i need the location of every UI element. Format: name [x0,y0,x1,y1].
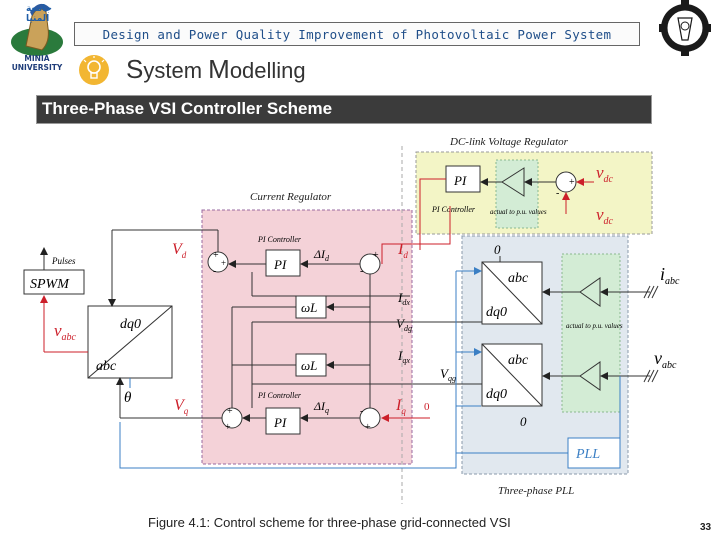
svg-text:+: + [365,422,371,433]
iabc-label: iabc [660,264,680,287]
university-name: MINIA UNIVERSITY [11,54,63,72]
abc-label-1: abc [508,271,529,286]
vd-star-label: Vd [172,241,187,260]
gear-emblem-icon [659,0,711,56]
vdc-ref-label: vdc [596,205,614,227]
dc-pi-label: PI [453,173,467,188]
pll-zero-top: 0 [494,242,501,257]
q-pi-label: PI [273,415,287,430]
svg-text:-: - [360,266,363,277]
svg-text:-: - [213,266,216,277]
presentation-title: Design and Power Quality Improvement of … [102,26,612,42]
svg-text:+: + [227,406,233,417]
dc-pi-block [445,165,481,193]
spwm-block [23,269,85,295]
green-region-dc [495,159,539,229]
pll-label: PLL [575,447,600,462]
abc-label-2: abc [508,353,529,368]
page-number: 33 [700,522,712,533]
dc-sum-plus: + [569,177,575,188]
pulses-label: Pulses [51,256,76,266]
current-regulator-title: Current Regulator [250,191,332,203]
dq0-label: dq0 [120,317,141,332]
section-title-cap2: M [208,54,230,84]
dq0-label-2: dq0 [486,387,507,402]
section-title-cap1: S [126,54,144,84]
dc-pi-controller-label: PI Controller [431,205,476,214]
iq-zero-label: 0 [424,401,430,413]
delta-id-label: ΔId [313,247,330,263]
section-title-rest1: ystem [143,58,209,83]
vqg-label: Vqg [440,366,456,383]
presentation-header: Design and Power Quality Improvement of … [74,22,640,46]
vdc-label: vdc [596,163,614,185]
svg-text:-: - [360,406,363,417]
section-title: System Modelling [126,54,306,85]
spwm-label: SPWM [30,277,70,292]
bus-slash-iabc [643,285,659,299]
q-pi-block [265,407,301,435]
section-title-rest2: odelling [229,58,306,83]
delta-iq-label: ΔIq [313,399,329,415]
lightbulb-icon [78,54,110,86]
dq0-label-1: dq0 [486,305,507,320]
minia-university-logo: جامعة المنيا MINIA UNIVERSITY [2,2,72,72]
q-pi-controller-label: PI Controller [257,391,302,400]
d-pi-block [265,249,301,277]
green-region-pll [561,253,621,413]
dc-link-title: DC-link Voltage Regulator [449,136,569,148]
vabc-hat-label: vabc [54,321,77,343]
omega-l-label-1: ωL [301,300,317,315]
vdg-label: Vdg [396,316,412,333]
university-arabic-name: جامعة المنيا [26,4,52,24]
pll-zero-bottom: 0 [520,414,527,429]
abc-label: abc [96,359,117,374]
control-scheme-diagram: DC-link Voltage Regulator Current Regula… [20,126,700,504]
figure-caption: Figure 4.1: Control scheme for three-pha… [148,515,511,530]
nefertiti-logo-icon [11,3,63,56]
slide-title: Three-Phase VSI Controller Scheme [42,99,333,118]
vq-star-label: Vq [174,397,189,416]
omega-l-label-2: ωL [301,358,317,373]
svg-text:+: + [221,258,226,268]
faculty-logo [654,0,716,56]
iq-star-label: Iq [395,397,406,416]
bus-slash-vabc [643,369,659,383]
slide-title-banner: Three-Phase VSI Controller Scheme [36,95,652,124]
pll-title: Three-phase PLL [498,485,574,497]
svg-text:+: + [213,250,219,261]
iqx-label: Iqx [397,348,410,365]
theta-label: θ [124,390,132,406]
dc-sum-minus: - [556,188,559,199]
vabc-label: vabc [654,348,677,371]
pll-block [567,437,621,469]
dc-actual-to-pu: actual to p.u. values [490,208,547,216]
svg-text:+: + [225,422,231,433]
idx-label: Idx [397,290,410,307]
d-pi-label: PI [273,257,287,272]
d-pi-controller-label: PI Controller [257,235,302,244]
id-star-label: Id [397,241,408,260]
svg-text:+: + [373,250,379,261]
pll-actual-to-pu: actual to p.u. values [566,322,623,330]
